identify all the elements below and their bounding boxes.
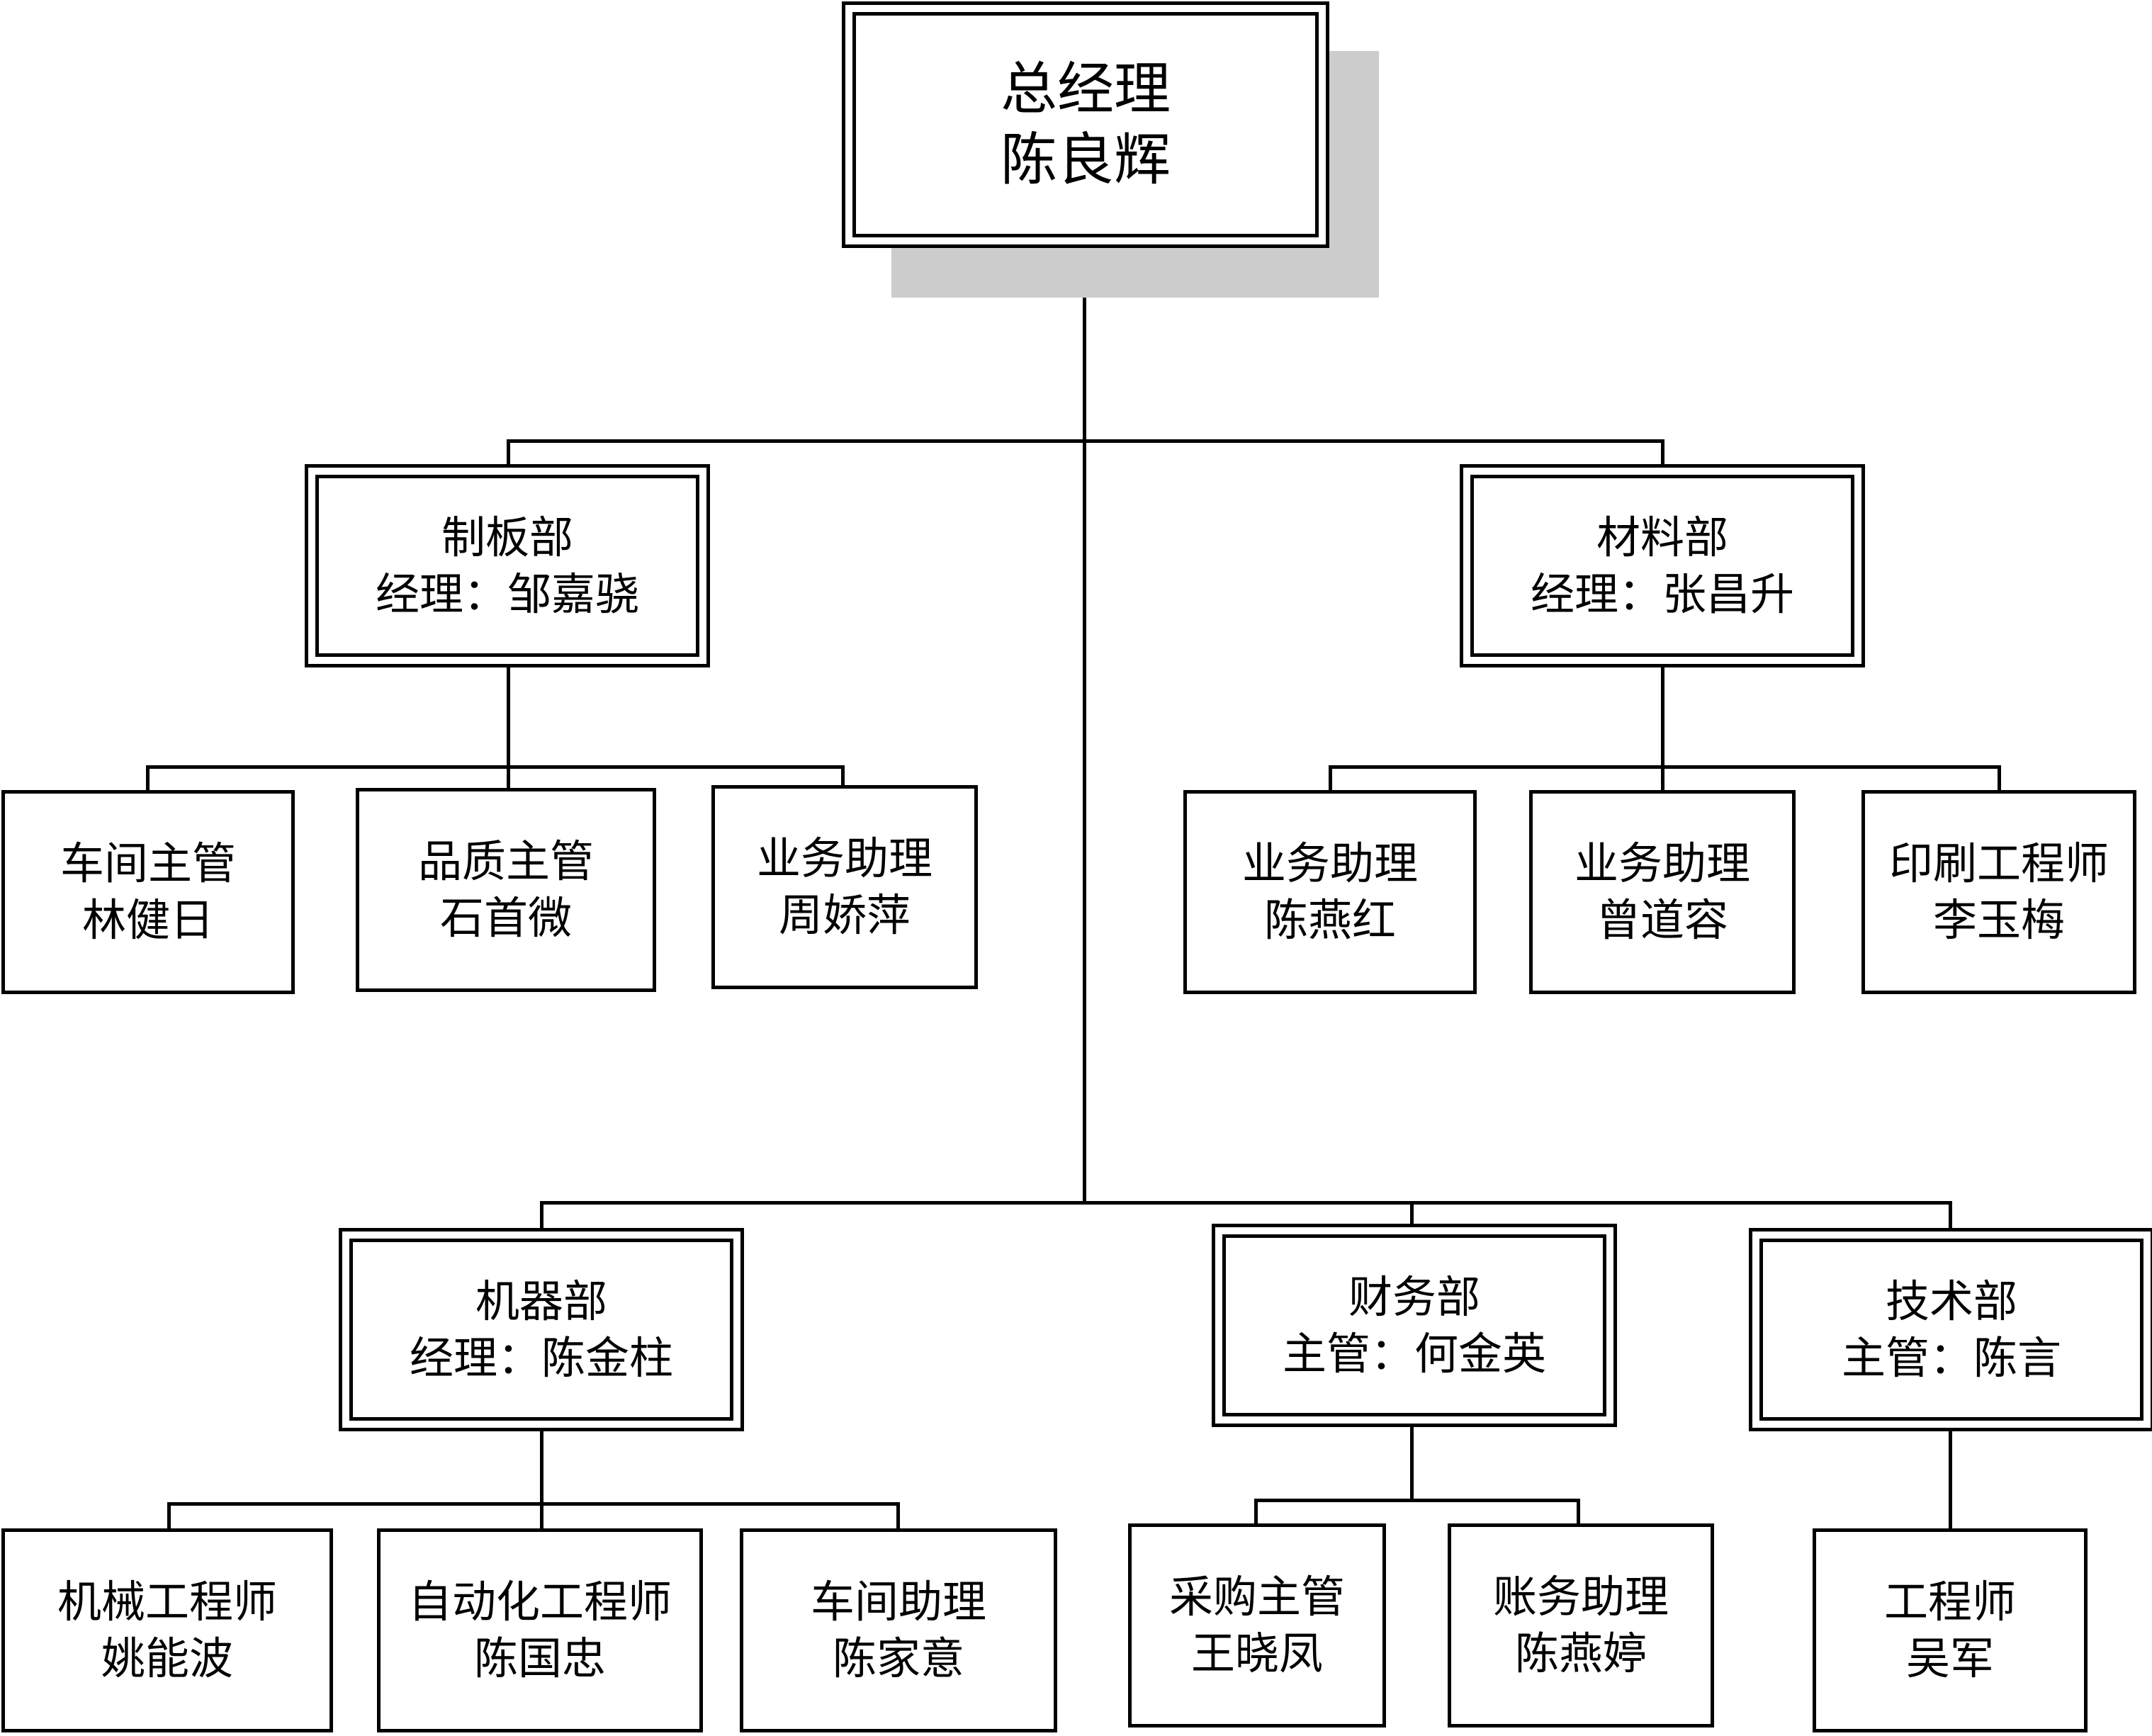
staff-cailiao-2-box: 业务助理 曾道容 — [1529, 790, 1796, 994]
connector-trunk — [1083, 244, 1086, 1205]
connector-jiqi-staff-2 — [540, 1502, 543, 1531]
staff-role: 采购主管 — [1168, 1571, 1345, 1623]
connector-jishu-stem — [1949, 1428, 1952, 1531]
staff-role: 印刷工程师 — [1888, 838, 2109, 889]
dept-jishu-head: 主管：陈言 — [1841, 1331, 2061, 1384]
connector-jiqi-staff-bar — [167, 1502, 900, 1506]
staff-name: 周娇萍 — [778, 889, 911, 941]
dept-zhiban-box: 制板部 经理：邹嘉骁 — [305, 464, 710, 667]
staff-jiqi-2-box: 自动化工程师 陈国忠 — [377, 1528, 703, 1732]
connector-cailiao-staff-3 — [1998, 765, 2001, 792]
dept-jishu-name: 技术部 — [1885, 1275, 2017, 1327]
connector-zhiban-staff-3 — [841, 765, 845, 787]
staff-name: 林健日 — [81, 894, 214, 946]
staff-name: 姚能波 — [101, 1633, 233, 1684]
staff-name: 陈燕婷 — [1514, 1628, 1647, 1679]
staff-caiwu-2-box: 账务助理 陈燕婷 — [1448, 1523, 1714, 1727]
staff-cailiao-1-box: 业务助理 陈燕红 — [1183, 790, 1477, 994]
staff-zhiban-1-box: 车间主管 林健日 — [1, 790, 295, 994]
connector-cailiao-stem — [1661, 663, 1664, 769]
dept-cailiao-head: 经理：张昌升 — [1530, 568, 1794, 620]
connector-jiqi-drop — [540, 1201, 543, 1229]
staff-caiwu-1-box: 采购主管 王晓凤 — [1128, 1523, 1386, 1727]
staff-name: 陈燕红 — [1263, 894, 1396, 946]
staff-role: 自动化工程师 — [407, 1576, 672, 1628]
connector-cailiao-drop — [1661, 439, 1664, 468]
dept-jiqi-head: 经理：陈金柱 — [409, 1331, 673, 1384]
connector-zhiban-stem — [507, 663, 510, 769]
staff-name: 曾道容 — [1596, 894, 1728, 946]
staff-zhiban-2-box: 品质主管 石首微 — [356, 788, 656, 992]
connector-jishu-drop — [1949, 1201, 1952, 1229]
connector-row2-bar — [540, 1201, 1952, 1205]
staff-role: 业务助理 — [756, 833, 933, 884]
dept-caiwu-head: 主管：何金英 — [1282, 1327, 1546, 1380]
staff-zhiban-3-box: 业务助理 周娇萍 — [711, 785, 978, 989]
dept-zhiban-head: 经理：邹嘉骁 — [375, 568, 639, 620]
connector-caiwu-stem — [1410, 1424, 1414, 1502]
staff-cailiao-3-box: 印刷工程师 李玉梅 — [1861, 790, 2136, 994]
staff-name: 陈家意 — [832, 1633, 964, 1684]
general-manager-box: 总经理 陈良辉 — [842, 1, 1329, 248]
staff-role: 业务助理 — [1241, 838, 1418, 889]
connector-jiqi-stem — [540, 1428, 543, 1506]
connector-zhiban-staff-2 — [507, 765, 510, 791]
staff-role: 工程师 — [1883, 1576, 2016, 1628]
staff-jiqi-1-box: 机械工程师 姚能波 — [1, 1528, 333, 1732]
dept-jishu-box: 技术部 主管：陈言 — [1749, 1228, 2152, 1431]
dept-caiwu-box: 财务部 主管：何金英 — [1212, 1224, 1617, 1427]
dept-jiqi-name: 机器部 — [475, 1275, 607, 1327]
connector-zhiban-drop — [507, 439, 510, 468]
connector-jiqi-staff-1 — [167, 1502, 171, 1531]
staff-name: 吴军 — [1905, 1633, 1994, 1684]
dept-zhiban-name: 制板部 — [441, 511, 573, 563]
staff-role: 账务助理 — [1492, 1571, 1669, 1623]
connector-zhiban-staff-1 — [146, 765, 150, 794]
connector-caiwu-staff-1 — [1254, 1499, 1258, 1527]
staff-jiqi-3-box: 车间助理 陈家意 — [740, 1528, 1057, 1732]
connector-cailiao-staff-2 — [1661, 765, 1664, 792]
staff-jishu-1-box: 工程师 吴军 — [1813, 1528, 2088, 1732]
dept-cailiao-name: 材料部 — [1596, 511, 1728, 563]
staff-name: 陈国忠 — [473, 1633, 606, 1684]
staff-role: 车间主管 — [60, 838, 236, 889]
general-manager-name: 陈良辉 — [1001, 127, 1171, 193]
connector-caiwu-drop — [1410, 1201, 1414, 1225]
connector-cailiao-staff-bar — [1329, 765, 2001, 769]
general-manager-title: 总经理 — [1001, 56, 1171, 122]
staff-name: 石首微 — [439, 892, 572, 944]
staff-role: 车间助理 — [810, 1576, 986, 1628]
staff-role: 业务助理 — [1574, 838, 1750, 889]
connector-jiqi-staff-3 — [896, 1502, 900, 1531]
connector-caiwu-staff-bar — [1254, 1499, 1580, 1502]
staff-name: 王晓凤 — [1190, 1628, 1323, 1679]
connector-cailiao-staff-1 — [1329, 765, 1332, 792]
staff-role: 机械工程师 — [57, 1576, 277, 1628]
connector-zhiban-staff-bar — [146, 765, 845, 769]
connector-row1-bar — [507, 439, 1664, 443]
connector-caiwu-staff-2 — [1577, 1499, 1580, 1527]
dept-caiwu-name: 财务部 — [1348, 1270, 1480, 1323]
staff-role: 品质主管 — [417, 835, 594, 887]
staff-name: 李玉梅 — [1932, 894, 2065, 946]
dept-jiqi-box: 机器部 经理：陈金柱 — [339, 1228, 744, 1431]
dept-cailiao-box: 材料部 经理：张昌升 — [1460, 464, 1865, 667]
